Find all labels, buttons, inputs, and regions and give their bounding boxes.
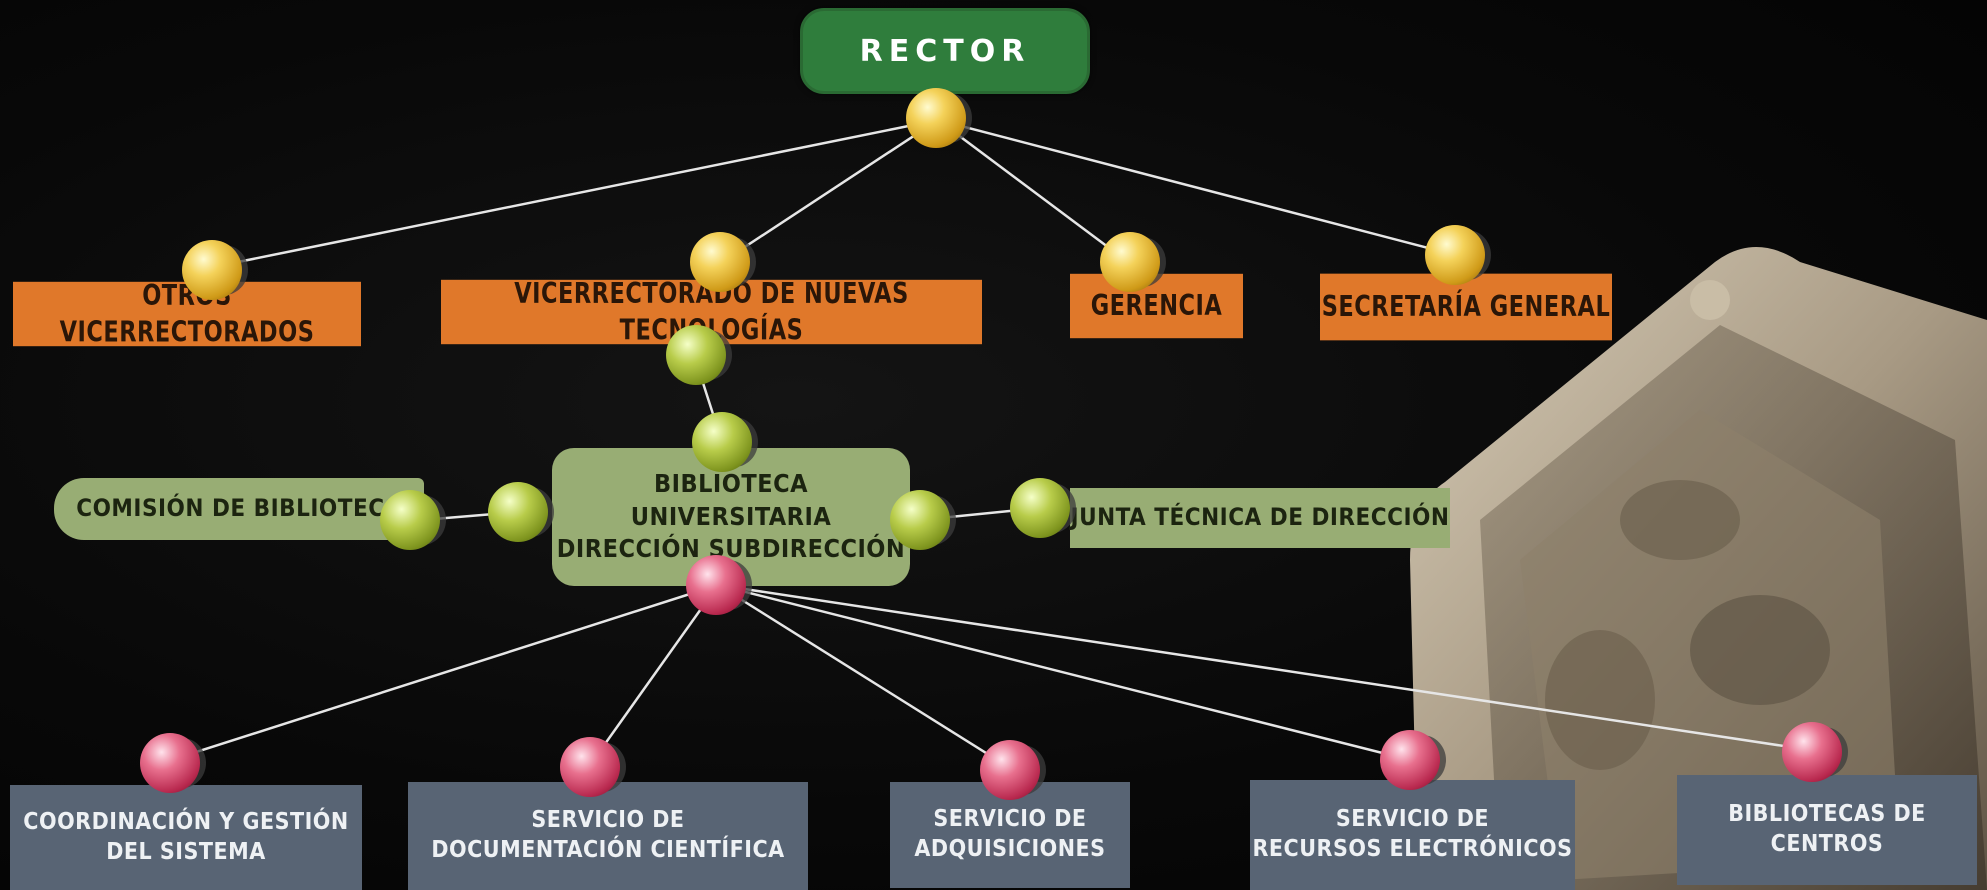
biblioteca-top-node — [692, 412, 758, 472]
service-line2: ADQUISICIONES — [914, 836, 1106, 862]
seal-knob — [1690, 280, 1730, 320]
service-box-recursos-electronicos: SERVICIO DE RECURSOS ELECTRÓNICOS — [1250, 780, 1575, 890]
secretaria-node — [1425, 225, 1491, 285]
service-line1: COORDINACIÓN Y GESTIÓN — [23, 808, 349, 835]
documentacion-node — [560, 737, 626, 797]
service-box-coordinacion: COORDINACIÓN Y GESTIÓN DEL SISTEMA — [10, 785, 362, 890]
seal-figure — [1690, 595, 1830, 705]
service-line1: BIBLIOTECAS DE — [1728, 801, 1926, 828]
junta-tecnica-box: JUNTA TÉCNICA DE DIRECCIÓN — [1070, 488, 1450, 548]
comision-biblioteca-box: COMISIÓN DE BIBLIOTECA — [54, 478, 424, 540]
bibliotecas-node — [1782, 722, 1848, 782]
nuevas-node — [690, 232, 756, 292]
service-line2: RECURSOS ELECTRÓNICOS — [1252, 836, 1573, 862]
recursos-node — [1380, 730, 1446, 790]
biblioteca-left-node — [488, 482, 554, 542]
biblioteca-universitaria-box: BIBLIOTECA UNIVERSITARIA DIRECCIÓN SUBDI… — [552, 448, 910, 586]
secretaria-general-box: SECRETARÍA GENERAL — [1320, 273, 1612, 341]
otros-vicerrectorados-box: OTROS VICERRECTORADOS — [13, 278, 361, 349]
gerencia-label: GERENCIA — [1090, 288, 1223, 322]
service-line2: CENTROS — [1770, 831, 1884, 857]
service-line1: SERVICIO DE — [933, 806, 1087, 833]
otros-node — [182, 240, 248, 300]
gerencia-node — [1100, 232, 1166, 292]
nuevas-lower-node — [666, 325, 732, 385]
seal-figure — [1545, 630, 1655, 770]
service-box-documentacion: SERVICIO DE DOCUMENTACIÓN CIENTÍFICA — [408, 782, 808, 890]
biblioteca-right-node — [890, 490, 956, 550]
service-line1: SERVICIO DE — [531, 807, 685, 834]
coordinacion-node — [140, 733, 206, 793]
secretaria-general-label: SECRETARÍA GENERAL — [1321, 289, 1611, 323]
rector-box: RECTOR — [800, 8, 1090, 94]
service-line2: DOCUMENTACIÓN CIENTÍFICA — [431, 837, 785, 863]
comision-node — [380, 490, 446, 550]
junta-node — [1010, 478, 1076, 538]
biblioteca-line1: BIBLIOTECA UNIVERSITARIA — [630, 469, 832, 531]
service-line2: DEL SISTEMA — [106, 838, 266, 865]
service-box-bibliotecas-centros: BIBLIOTECAS DE CENTROS — [1677, 775, 1977, 885]
seal-figure — [1620, 480, 1740, 560]
service-line1: SERVICIO DE — [1335, 806, 1490, 833]
rector-node — [906, 88, 972, 148]
comision-biblioteca-label: COMISIÓN DE BIBLIOTECA — [76, 494, 402, 523]
rector-label: RECTOR — [859, 33, 1031, 69]
gerencia-box: GERENCIA — [1070, 273, 1243, 339]
adquisiciones-node — [980, 740, 1046, 800]
biblioteca-bottom-node — [686, 555, 752, 615]
junta-tecnica-label: JUNTA TÉCNICA DE DIRECCIÓN — [1070, 503, 1450, 532]
